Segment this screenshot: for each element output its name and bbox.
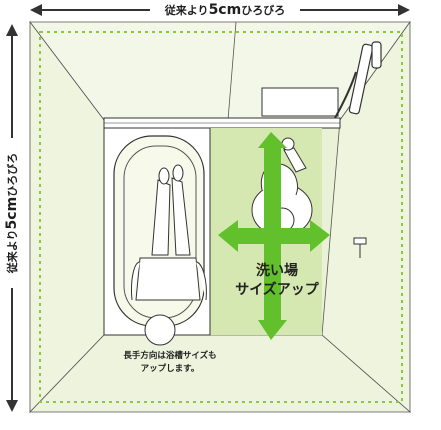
person-in-tub-figure — [131, 164, 207, 346]
width-label-amount: 5cm — [208, 2, 242, 18]
arrow-right — [300, 220, 330, 252]
depth-increase-label: 従来より5cmひろびろ — [4, 138, 20, 288]
mirror — [261, 87, 339, 117]
shower-head — [371, 41, 382, 69]
back-wall-seam — [227, 21, 237, 121]
arrow-left — [218, 220, 310, 252]
width-increase-label: 従来より5cmひろびろ — [150, 2, 300, 18]
arrow-down — [258, 240, 287, 340]
tub-note-line2: アップします。 — [140, 364, 200, 374]
faucet — [353, 237, 367, 245]
width-label-prefix: 従来より — [164, 4, 209, 17]
shower-slide-bar — [348, 43, 374, 115]
wash-area-label-line1: 洗い場 — [256, 263, 298, 279]
arrow-up — [258, 132, 287, 228]
wash-area-size-up-label: 洗い場 サイズアップ — [222, 262, 332, 300]
tub-size-note: 長手方向は浴槽サイズも アップします。 — [96, 350, 244, 376]
wash-area-label-line2: サイズアップ — [235, 282, 319, 298]
expanded-size-border — [39, 31, 403, 403]
width-label-suffix: ひろびろ — [241, 4, 286, 17]
depth-label-amount: 5cm — [4, 196, 20, 230]
depth-label-prefix: 従来より — [6, 229, 19, 274]
depth-label-suffix: ひろびろ — [6, 152, 19, 197]
shower-hose — [334, 71, 357, 119]
size-up-arrows — [218, 132, 330, 340]
tub-note-line1: 長手方向は浴槽サイズも — [123, 351, 217, 361]
